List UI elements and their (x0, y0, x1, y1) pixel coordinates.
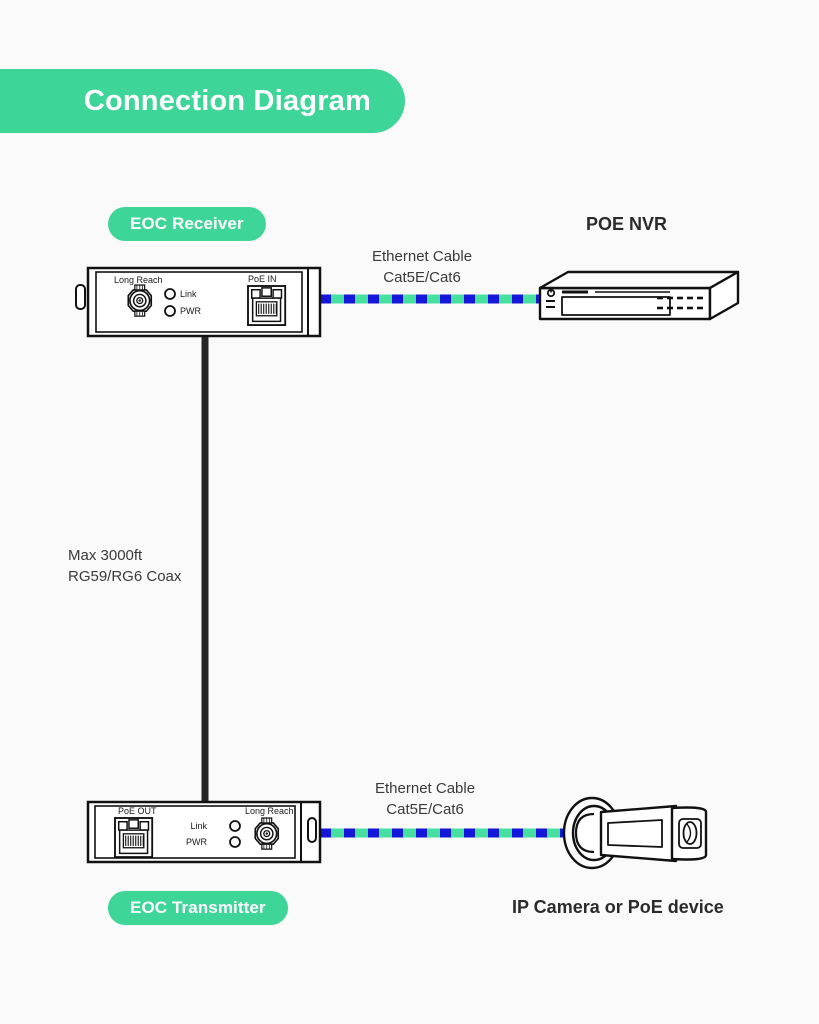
receiver-poe-in-label: PoE IN (248, 274, 277, 284)
transmitter-long-reach-label: Long Reach (245, 806, 294, 816)
receiver-long-reach-label: Long Reach (114, 275, 163, 285)
camera-lens-housing (670, 806, 708, 861)
page-title: Connection Diagram (83, 84, 371, 117)
nvr-vent-grid (657, 296, 703, 310)
transmitter-led-link (229, 820, 241, 832)
transmitter-led-pwr (229, 836, 241, 848)
transmitter-rj45-port (114, 817, 154, 858)
badge-eoc-receiver-label: EOC Receiver (130, 214, 244, 233)
receiver-led-link (164, 288, 176, 300)
camera-body (599, 804, 678, 863)
label-coax-cable: Max 3000ft RG59/RG6 Coax (68, 545, 181, 587)
caption-poe-nvr: POE NVR (586, 214, 668, 234)
device-eoc-receiver: Long Reach Link PWR PoE IN (75, 266, 322, 338)
transmitter-bnc-port (254, 817, 280, 850)
label-coax-line2: RG59/RG6 Coax (68, 568, 182, 585)
camera-lens-plate (678, 818, 702, 849)
badge-eoc-transmitter: EOC Transmitter (108, 891, 288, 925)
camera-mount-outer (562, 796, 622, 870)
receiver-led-pwr (164, 305, 176, 317)
receiver-bnc-port (127, 284, 153, 317)
nvr-power-button (546, 288, 556, 298)
caption-ip-camera: IP Camera or PoE device (512, 897, 724, 917)
receiver-led-link-label: Link (180, 289, 197, 299)
device-eoc-transmitter: PoE OUT Link PWR Long Reach (86, 800, 322, 864)
transmitter-led-pwr-label: PWR (186, 837, 207, 847)
device-ip-camera (562, 796, 708, 870)
nvr-drive-bay (561, 296, 671, 316)
badge-eoc-receiver: EOC Receiver (108, 207, 266, 241)
transmitter-led-link-label: Link (190, 821, 207, 831)
camera-lens-highlight (686, 823, 692, 843)
label-coax-line1: Max 3000ft (68, 547, 143, 564)
label-ethernet-cable-top: Ethernet Cable Cat5E/Cat6 (372, 246, 472, 288)
label-ethernet-bottom-line1: Ethernet Cable (375, 780, 476, 797)
receiver-led-pwr-label: PWR (180, 306, 201, 316)
receiver-rj45-port (247, 285, 287, 326)
page-title-pill: Connection Diagram (0, 69, 405, 133)
device-poe-nvr (538, 270, 740, 321)
camera-mount-c (574, 812, 595, 854)
badge-eoc-transmitter-label: EOC Transmitter (130, 898, 266, 917)
camera-body-panel (607, 819, 663, 848)
label-ethernet-top-line1: Ethernet Cable (372, 248, 473, 265)
transmitter-poe-out-label: PoE OUT (118, 806, 157, 816)
camera-lens (682, 821, 698, 845)
label-ethernet-bottom-line2: Cat5E/Cat6 (386, 801, 464, 818)
camera-mount-inner (571, 804, 617, 862)
label-ethernet-cable-bottom: Ethernet Cable Cat5E/Cat6 (375, 778, 475, 820)
label-ethernet-top-line2: Cat5E/Cat6 (383, 269, 461, 286)
